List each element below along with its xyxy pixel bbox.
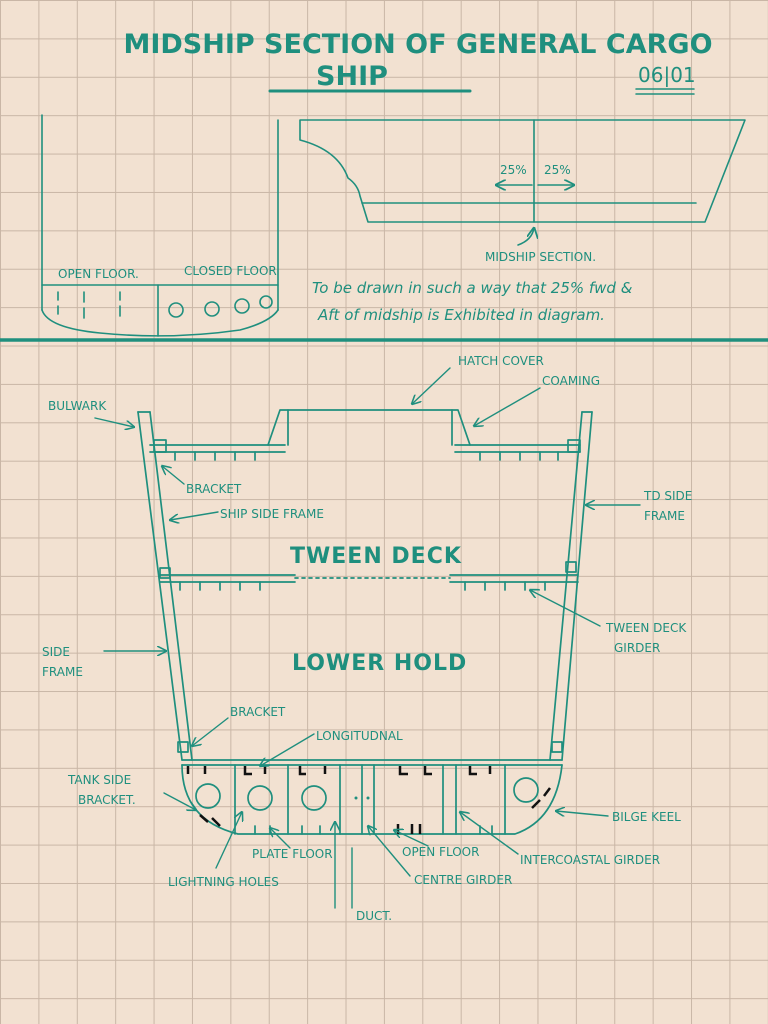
tween-deck-girder-label-2: GIRDER: [614, 641, 660, 655]
lower-hold-label: LOWER HOLD: [292, 651, 467, 676]
longitudinal-label: LONGITUDNAL: [316, 729, 403, 743]
note-line1: To be drawn in such a way that 25% fwd &: [312, 279, 633, 297]
tank-side-bracket-label-2: BRACKET.: [78, 793, 136, 807]
floor-sketch: [41, 114, 279, 337]
note-line2: Aft of midship is Exhibited in diagram.: [317, 306, 605, 324]
hatch-cover-label: HATCH COVER: [458, 354, 544, 368]
tween-deck-girder-label-1: TWEEN DECK: [605, 621, 687, 635]
duct-dot-1: [354, 796, 358, 800]
title-line2: SHIP: [316, 61, 388, 92]
side-frame-label-1: SIDE: [42, 645, 70, 659]
bulwark-label: BULWARK: [48, 399, 107, 413]
open-floor-label: OPEN FLOOR: [402, 845, 479, 859]
date-label: 06|01: [638, 63, 696, 87]
duct-dot-2: [366, 796, 370, 800]
closed-floor-label: CLOSED FLOOR: [184, 264, 277, 278]
duct-label: DUCT.: [356, 909, 392, 923]
aft-pct-label: 25%: [544, 163, 571, 177]
side-frame-label-2: FRAME: [42, 665, 83, 679]
tank-side-bracket-label-1: TANK SIDE: [67, 773, 131, 787]
td-side-frame-label-1: TD SIDE: [643, 489, 692, 503]
bracket-top-label: BRACKET: [186, 482, 242, 496]
lightning-holes-label: LIGHTNING HOLES: [168, 875, 279, 889]
td-side-frame-label-2: FRAME: [644, 509, 685, 523]
title-line1: MIDSHIP SECTION OF GENERAL CARGO: [123, 29, 712, 60]
bilge-keel-label: BILGE KEEL: [612, 810, 681, 824]
ship-profile: [299, 119, 746, 246]
fwd-pct-label: 25%: [500, 163, 527, 177]
midship-hull: [137, 409, 593, 835]
plate-floor-label: PLATE FLOOR: [252, 847, 333, 861]
ship-side-frame-label: SHIP SIDE FRAME: [220, 507, 324, 521]
longitudinals: [186, 766, 551, 834]
tween-deck-label: TWEEN DECK: [290, 544, 462, 569]
intercostal-girder-label: INTERCOASTAL GIRDER: [520, 853, 660, 867]
midship-section-label: MIDSHIP SECTION.: [485, 250, 596, 264]
pointer-arrows: [94, 367, 641, 909]
open-floor-top-label: OPEN FLOOR.: [58, 267, 139, 281]
centre-girder-label: CENTRE GIRDER: [414, 873, 512, 887]
coaming-label: COAMING: [542, 374, 600, 388]
bracket-bottom-label: BRACKET: [230, 705, 286, 719]
